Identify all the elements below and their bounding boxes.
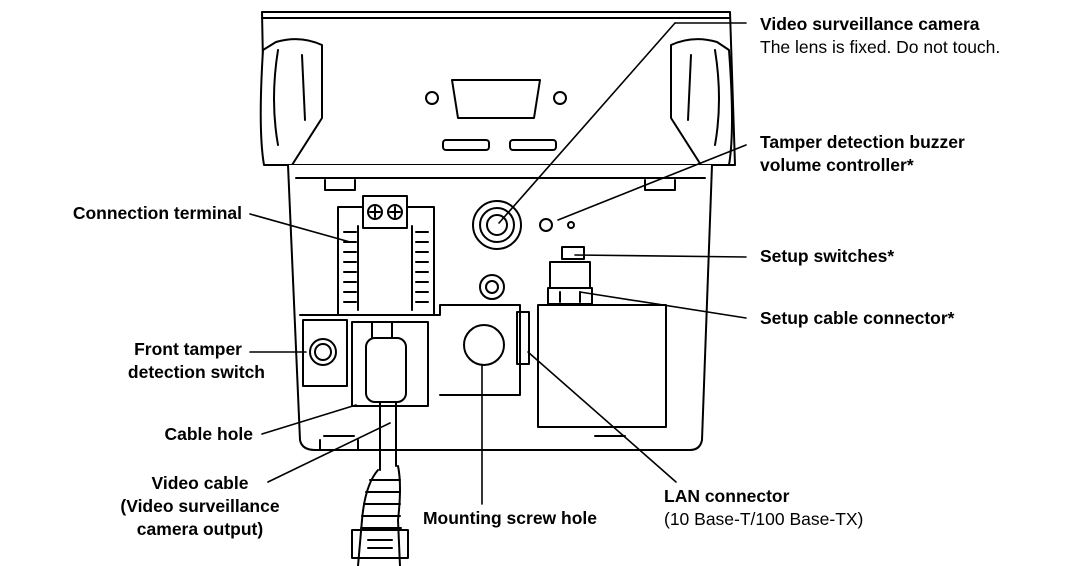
mounting-screw-hole-label: Mounting screw hole — [422, 508, 598, 528]
video-cable-label-line1: Video cable — [151, 473, 249, 493]
front-tamper-label-line2: detection switch — [127, 362, 265, 382]
cable-hole-label: Cable hole — [164, 424, 254, 444]
setup-cable-connector-label: Setup cable connector* — [760, 308, 955, 328]
connection-terminal-label: Connection terminal — [72, 203, 242, 223]
video-camera-note: The lens is fixed. Do not touch. — [760, 37, 1001, 57]
buzzer-volume-knob — [539, 218, 553, 232]
video-cable — [351, 465, 409, 566]
front-tamper-label-line1: Front tamper — [134, 339, 242, 359]
tamper-buzzer-label-line1: Tamper detection buzzer — [760, 132, 965, 152]
leader-lines — [249, 22, 747, 505]
right-grip — [670, 38, 733, 166]
video-cable-label-line3: camera output) — [136, 519, 264, 539]
video-cable-label-line2: (Video surveillance — [120, 496, 280, 516]
setup-switches-label: Setup switches* — [760, 246, 895, 266]
lan-connector-note: (10 Base-T/100 Base-TX) — [664, 509, 864, 529]
left-grip — [259, 38, 323, 166]
tamper-buzzer-label-line2: volume controller* — [760, 155, 914, 175]
lower-compartment — [299, 304, 667, 428]
secondary-lens — [479, 274, 505, 300]
lan-connector-label: LAN connector — [664, 486, 790, 506]
video-camera-label: Video surveillance camera — [760, 14, 980, 34]
cover-connector — [425, 79, 567, 151]
ferrite-core — [365, 321, 407, 471]
camera-lens — [472, 200, 522, 250]
